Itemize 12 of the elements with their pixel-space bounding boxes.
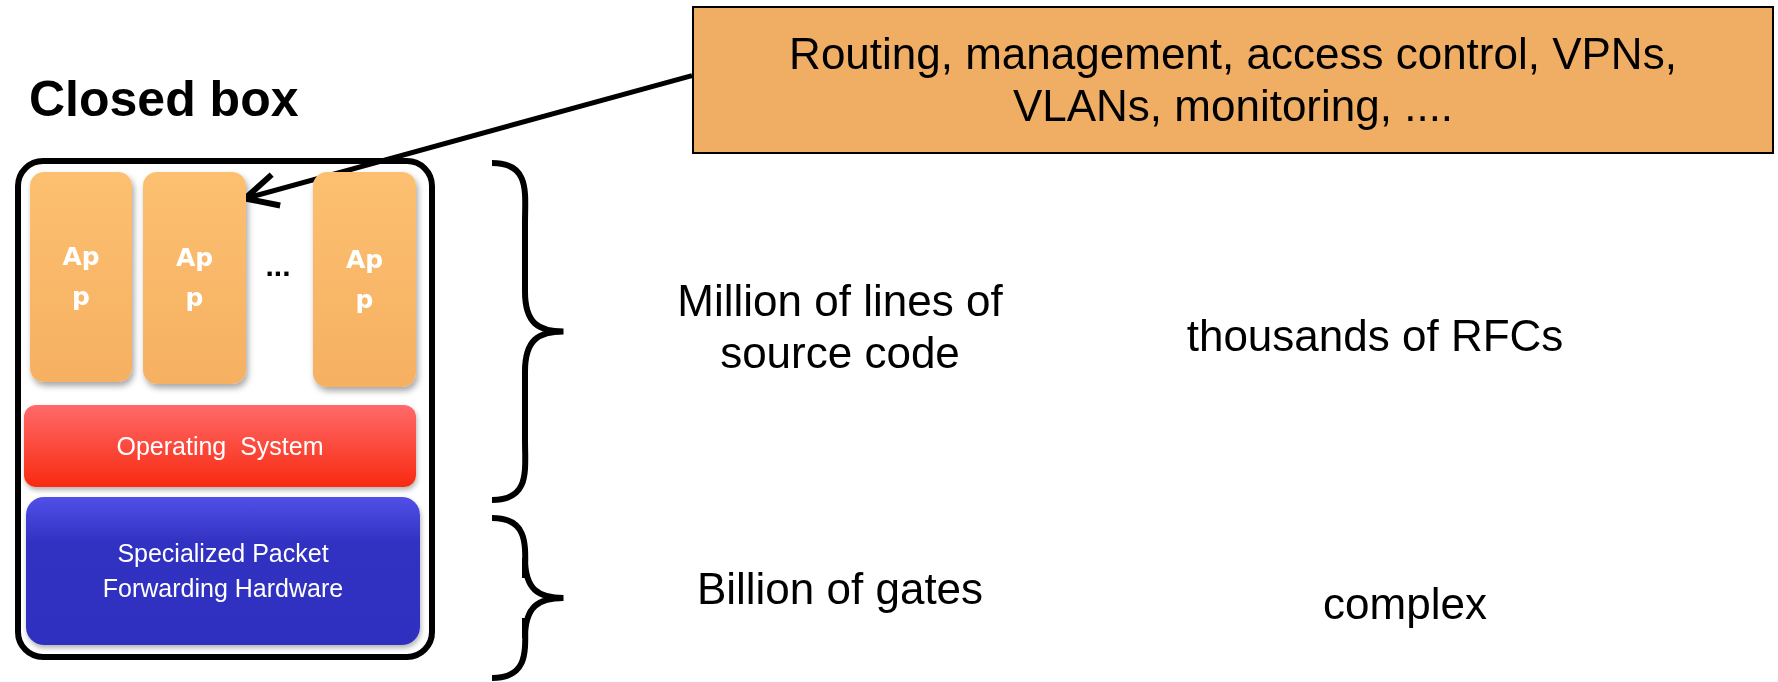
annotation-text: thousands of RFCs (1185, 310, 1565, 362)
hardware-layer: Specialized Packet Forwarding Hardware (26, 497, 420, 645)
app-block: App (313, 172, 416, 387)
ellipsis-text: ... (264, 248, 292, 284)
callout-box: Routing, management, access control, VPNs, VLANs, monitoring, .... (692, 6, 1774, 154)
app-block: App (30, 172, 132, 382)
app-block: App (143, 172, 246, 384)
annotation-text: Billion of gates (695, 563, 985, 615)
annotation-text: complex (1322, 578, 1488, 630)
box-title: Closed box (29, 70, 299, 128)
os-layer: Operating System (24, 405, 416, 487)
annotation-text: Million of lines of source code (676, 275, 1004, 379)
